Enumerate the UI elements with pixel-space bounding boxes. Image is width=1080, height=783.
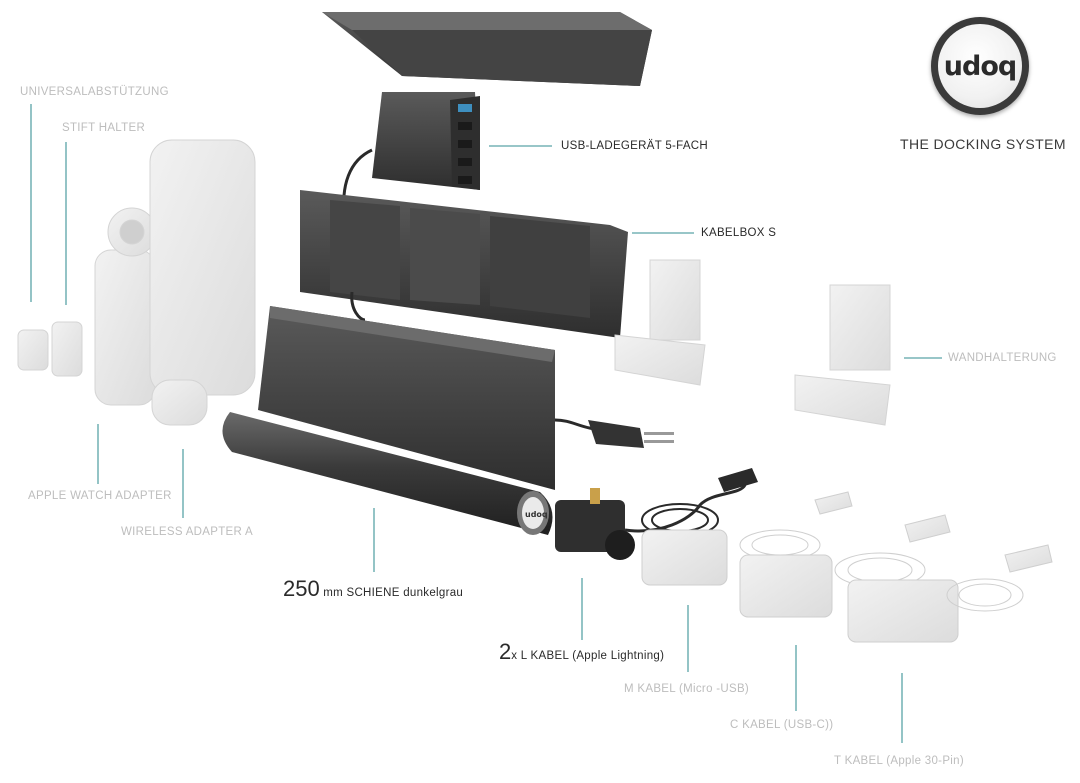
label-wall-mount: WANDHALTERUNG	[948, 352, 1057, 364]
lightning-cable-part	[555, 468, 758, 560]
label-universal-support: UNIVERSALABSTÜTZUNG	[20, 86, 169, 98]
rail-description: mm SCHIENE dunkelgrau	[323, 587, 464, 599]
label-wireless-adapter: WIRELESS ADAPTER A	[121, 526, 253, 538]
lightning-cable-quantity: 2	[499, 639, 512, 664]
wall-mount-part	[614, 259, 891, 426]
rail-quantity: 250	[283, 576, 320, 601]
svg-text:udoq: udoq	[525, 510, 548, 519]
30-pin-cable-part	[847, 544, 1053, 643]
logo-badge: udoq	[938, 24, 1022, 108]
micro-usb-cable-part	[641, 491, 853, 586]
label-rail: 250 mm SCHIENE dunkelgrau	[283, 576, 463, 602]
label-apple-watch-adapter: APPLE WATCH ADAPTER	[28, 490, 172, 502]
pen-holder-part	[51, 321, 83, 377]
lid-cover-part	[322, 12, 652, 86]
label-lightning-cable: 2x L KABEL (Apple Lightning)	[499, 639, 664, 665]
udoq-logo: udoq	[931, 17, 1029, 115]
logo-wordmark: udoq	[943, 50, 1017, 82]
label-cable-box: KABELBOX S	[701, 227, 777, 239]
apple-watch-adapter-part	[94, 207, 157, 406]
usb-charger-part	[342, 92, 480, 221]
wireless-adapter-part	[149, 139, 256, 426]
dock-stand-part	[258, 306, 674, 490]
label-usb-charger: USB-LADEGERÄT 5-FACH	[561, 140, 709, 152]
leader-lines	[30, 104, 942, 743]
label-30-pin-cable: T KABEL (Apple 30-Pin)	[834, 755, 964, 767]
universal-support-part	[17, 329, 49, 371]
lightning-cable-description: x L KABEL (Apple Lightning)	[511, 650, 665, 662]
label-usb-c-cable: C KABEL (USB-C))	[730, 719, 834, 731]
rail-part: udoq	[222, 412, 553, 535]
label-pen-holder: STIFT HALTER	[62, 122, 146, 134]
cable-box-part	[300, 190, 628, 338]
brand-tagline: THE DOCKING SYSTEM	[900, 136, 1066, 152]
label-micro-usb-cable: M KABEL (Micro -USB)	[624, 683, 750, 695]
